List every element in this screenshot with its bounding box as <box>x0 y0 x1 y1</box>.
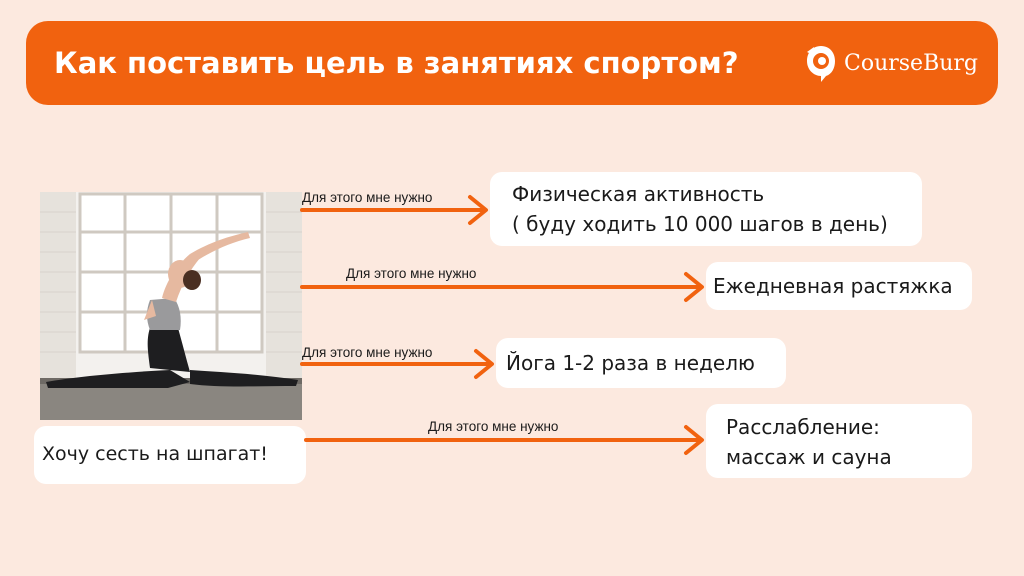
step-1-line-1: Физическая активность <box>512 182 765 206</box>
page-title: Как поставить цель в занятиях спортом? <box>54 46 739 80</box>
goal-box: Хочу сесть на шпагат! <box>34 426 306 484</box>
step-box-physical-activity: Физическая активность ( буду ходить 10 0… <box>490 172 922 246</box>
connector-label-2: Для этого мне нужно <box>346 266 477 281</box>
step-box-relaxation: Расслабление: массаж и сауна <box>706 404 972 478</box>
logo-text: CourseBurg <box>844 50 979 76</box>
goal-text: Хочу сесть на шпагат! <box>42 443 268 465</box>
step-box-yoga: Йога 1-2 раза в неделю <box>496 338 786 388</box>
step-3-line-1: Йога 1-2 раза в неделю <box>506 351 755 375</box>
arrow-head-4 <box>684 425 704 455</box>
header-banner: Как поставить цель в занятиях спортом? C… <box>26 21 998 105</box>
step-2-line-1: Ежедневная растяжка <box>713 274 953 298</box>
coursburg-logo-icon <box>807 46 835 82</box>
connector-label-1: Для этого мне нужно <box>302 190 433 205</box>
step-box-daily-stretching: Ежедневная растяжка <box>706 262 972 310</box>
connector-label-4: Для этого мне нужно <box>428 419 559 434</box>
arrow-head-2 <box>684 272 704 302</box>
step-4-line-1: Расслабление: <box>726 415 880 439</box>
woman-doing-splits-icon <box>40 192 302 420</box>
arrow-head-3 <box>474 349 494 379</box>
step-1-line-2: ( буду ходить 10 000 шагов в день) <box>512 212 888 236</box>
connector-label-3: Для этого мне нужно <box>302 345 433 360</box>
step-4-line-2: массаж и сауна <box>726 445 892 469</box>
woman-splits-photo <box>40 192 302 420</box>
coursburg-logo[interactable]: CourseBurg <box>804 41 978 85</box>
arrow-head-1 <box>468 195 488 225</box>
